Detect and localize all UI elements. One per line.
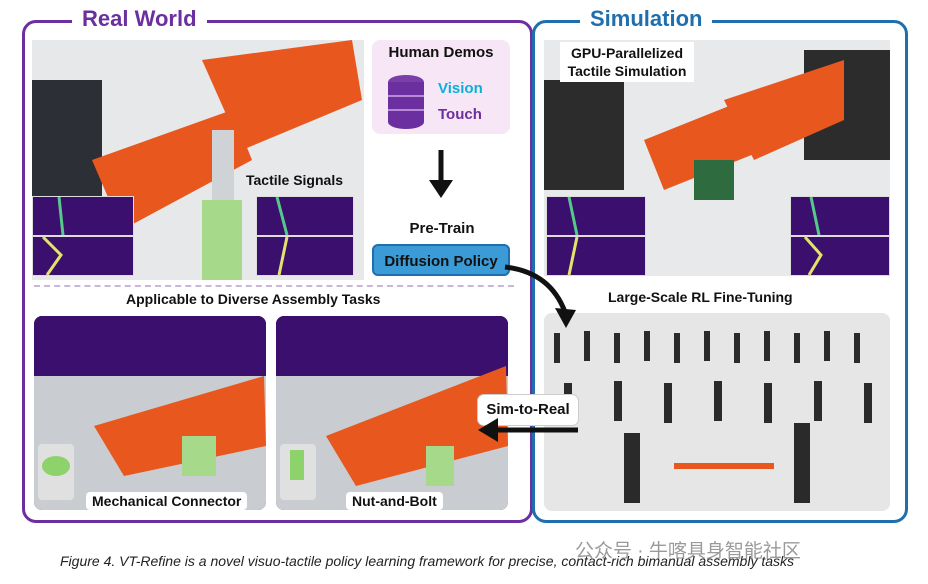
section-divider bbox=[34, 285, 514, 287]
vision-label: Vision bbox=[438, 80, 483, 97]
applicable-tasks-label: Applicable to Diverse Assembly Tasks bbox=[126, 291, 380, 307]
sim-tactile-right-top bbox=[790, 196, 890, 236]
tactile-signal-right-bottom bbox=[256, 236, 354, 276]
rl-parallel-render bbox=[544, 313, 890, 511]
database-icon bbox=[386, 74, 426, 135]
sim-tactile-right-bottom bbox=[790, 236, 890, 276]
rl-finetuning-label: Large-Scale RL Fine-Tuning bbox=[608, 289, 793, 305]
gpu-label-line1: GPU-Parallelized bbox=[562, 44, 692, 62]
real-world-title: Real World bbox=[72, 6, 207, 32]
down-arrow-icon bbox=[426, 150, 456, 205]
nut-and-bolt-photo bbox=[276, 316, 508, 510]
curved-arrow-icon bbox=[500, 262, 580, 337]
tactile-signal-left-bottom bbox=[32, 236, 134, 276]
tactile-signals-label: Tactile Signals bbox=[246, 172, 343, 188]
figure-caption: Figure 4. VT-Refine is a novel visuo-tac… bbox=[60, 553, 794, 569]
mechanical-connector-photo bbox=[34, 316, 266, 510]
pretrain-label: Pre-Train bbox=[388, 220, 496, 237]
human-demos-title: Human Demos bbox=[372, 44, 510, 61]
gpu-label-line2: Tactile Simulation bbox=[562, 62, 692, 80]
tactile-signal-left-top bbox=[32, 196, 134, 236]
gpu-tactile-label: GPU-Parallelized Tactile Simulation bbox=[560, 42, 694, 82]
left-arrow-icon bbox=[478, 418, 580, 447]
diffusion-policy-box: Diffusion Policy bbox=[372, 244, 510, 276]
tactile-signal-right-top bbox=[256, 196, 354, 236]
touch-label: Touch bbox=[438, 106, 482, 123]
nut-and-bolt-label: Nut-and-Bolt bbox=[346, 492, 443, 510]
mechanical-connector-label: Mechanical Connector bbox=[86, 492, 247, 510]
simulation-title: Simulation bbox=[580, 6, 712, 32]
sim-tactile-left-top bbox=[546, 196, 646, 236]
